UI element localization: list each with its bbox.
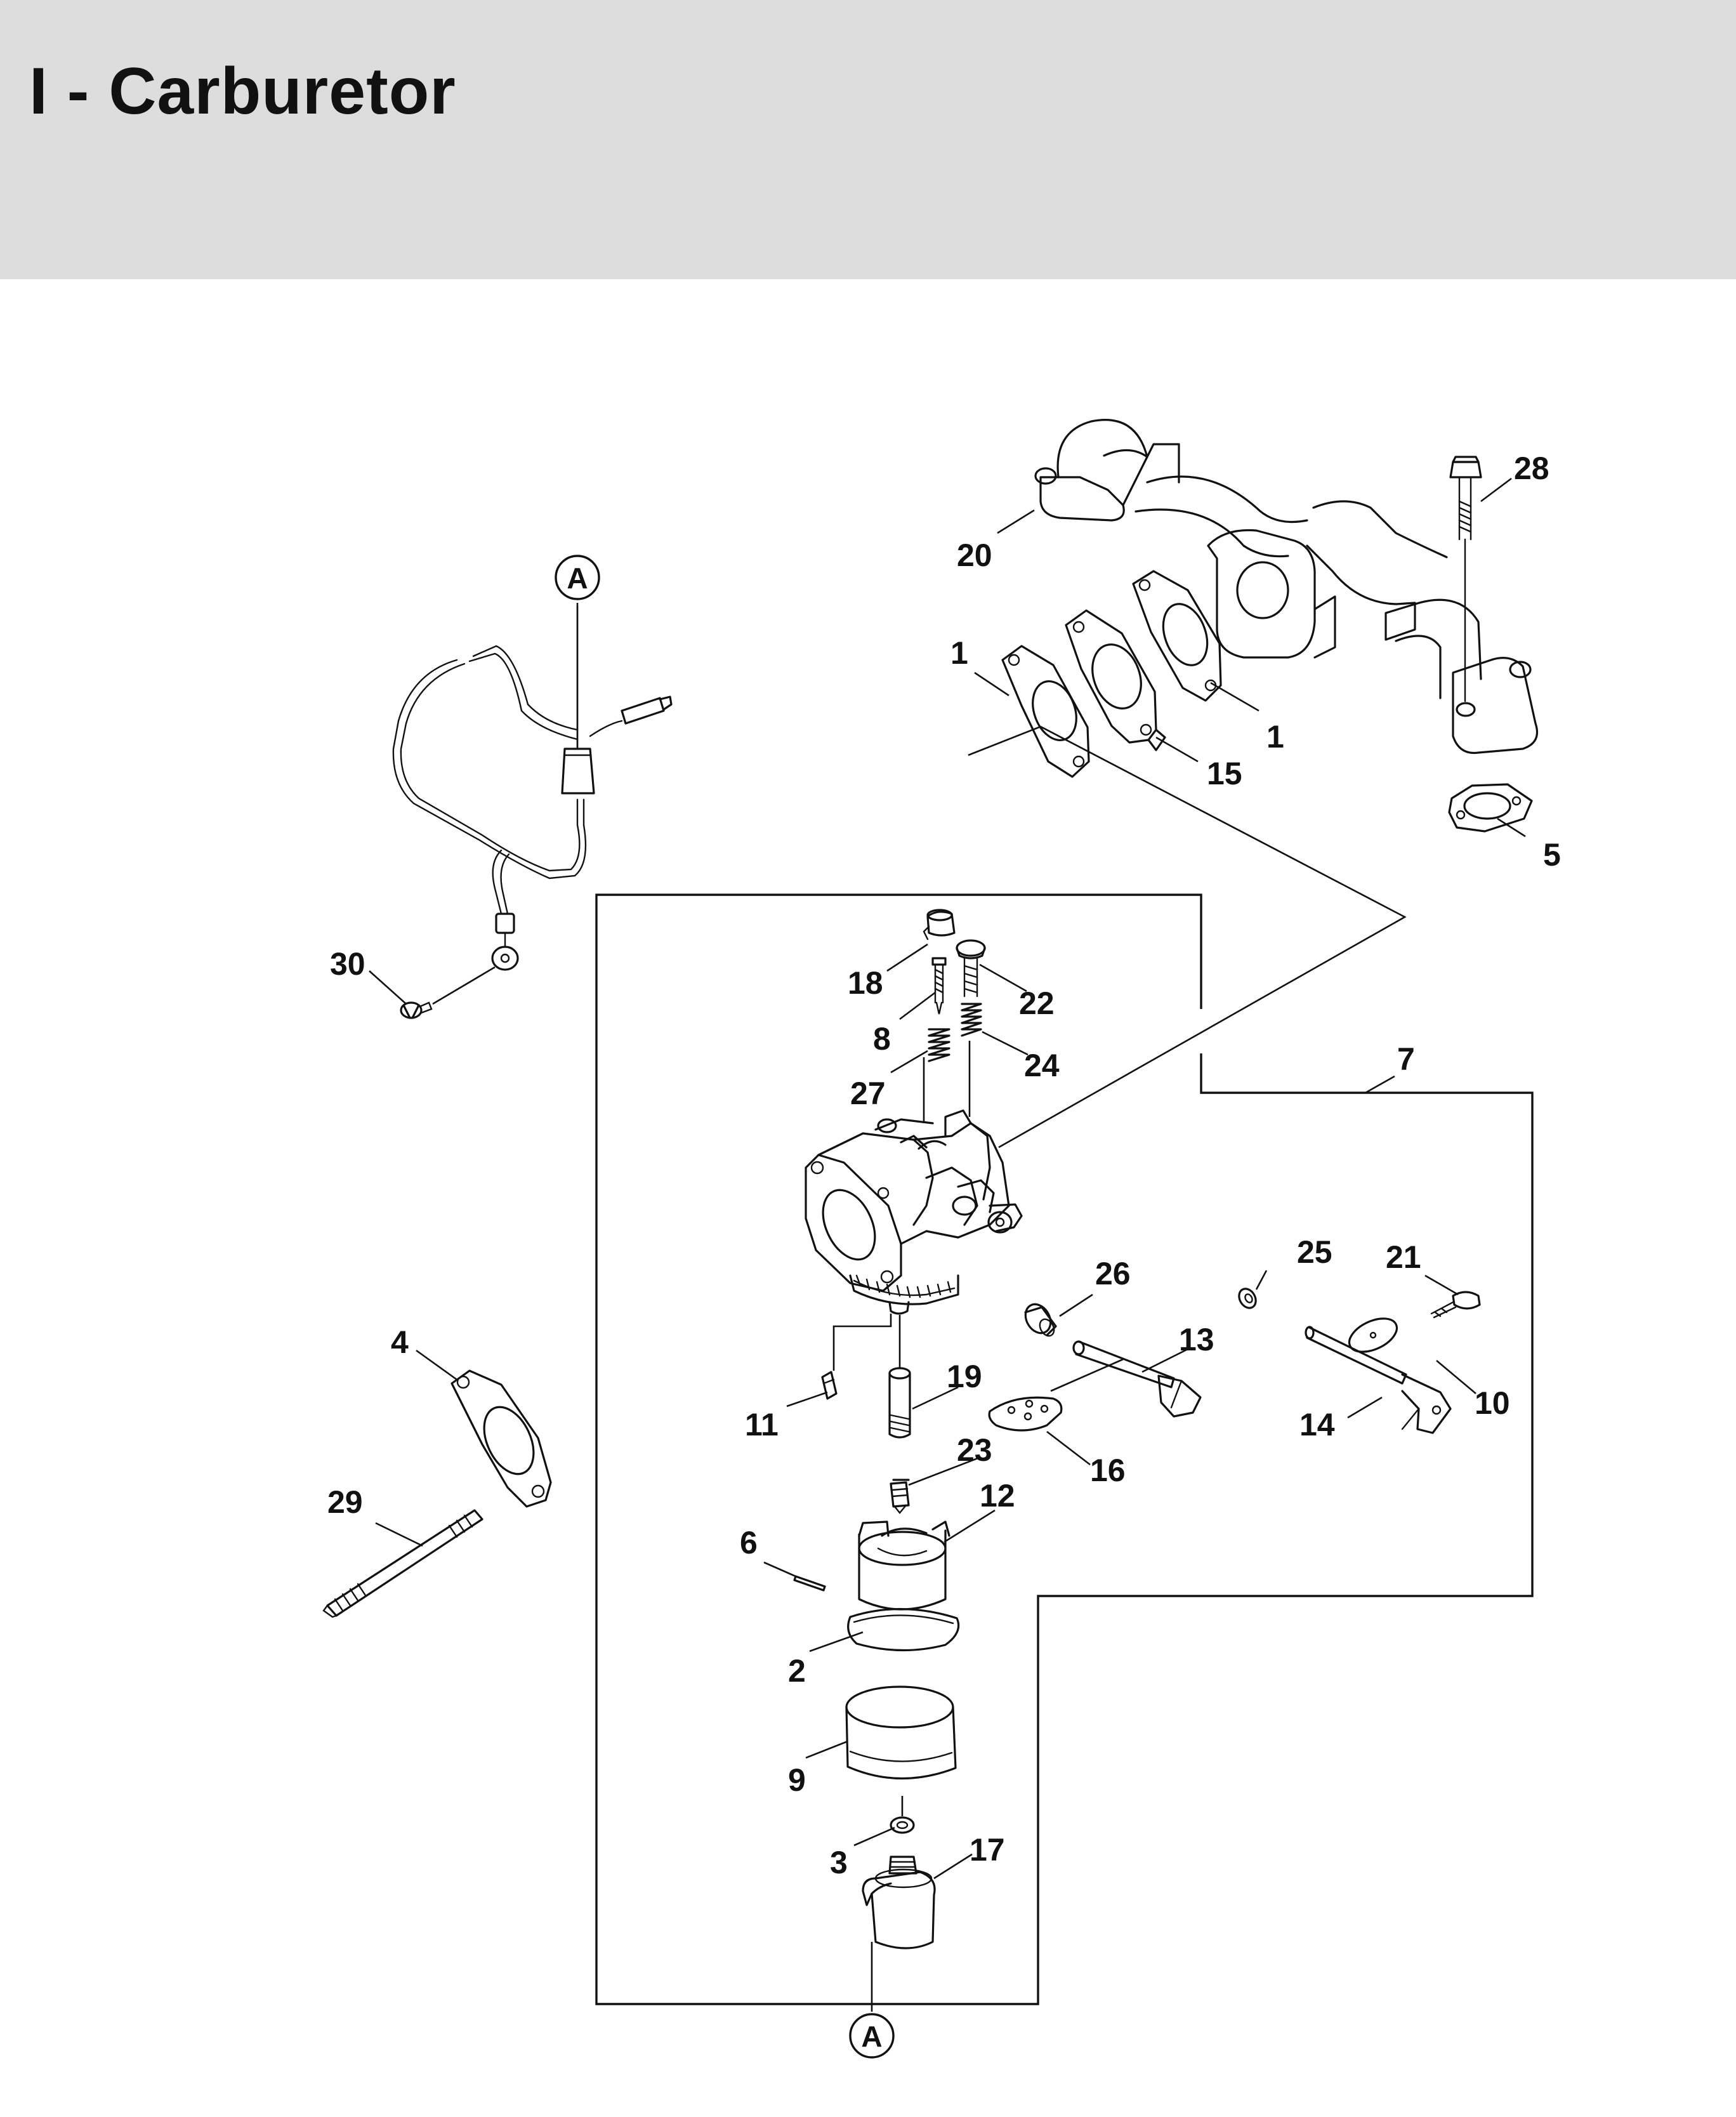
callout-24: 24 [1024, 1048, 1060, 1083]
pilot-screw-cap [923, 909, 956, 940]
choke-shaft [1050, 1340, 1202, 1418]
reference-marker-a-bottom: A [849, 2013, 895, 2059]
callout-14: 14 [1299, 1407, 1335, 1442]
callout-16: 16 [1090, 1453, 1126, 1488]
main-jet [821, 1314, 892, 1400]
gasket-alignment-line [968, 725, 1407, 1149]
intake-gasket-outer [1001, 645, 1090, 778]
carburetor-spacer [1065, 609, 1166, 751]
intake-gasket-carb [450, 1369, 552, 1508]
callout-27: 27 [850, 1076, 886, 1111]
callout-15: 15 [1207, 756, 1242, 791]
throttle-plate [1348, 1317, 1398, 1353]
callout-9: 9 [788, 1762, 806, 1798]
callout-30: 30 [330, 946, 365, 982]
callout-19: 19 [947, 1359, 982, 1394]
header-bar: I - Carburetor [0, 0, 1736, 279]
choke-plate [988, 1396, 1063, 1432]
page-title: I - Carburetor [29, 55, 456, 128]
reference-marker-a-top: A [555, 555, 600, 600]
callout-20: 20 [957, 537, 992, 573]
float-bowl [845, 1685, 957, 1780]
throttle-spring [961, 1003, 982, 1037]
callout-23: 23 [957, 1432, 992, 1468]
callout-29: 29 [327, 1484, 363, 1520]
reference-label: A [567, 562, 588, 595]
callout-26: 26 [1095, 1256, 1131, 1291]
pilot-screw [931, 957, 947, 1015]
throttle-plate-screw [1430, 1291, 1481, 1319]
callout-13: 13 [1179, 1322, 1214, 1357]
bowl-gasket-washer [890, 1796, 915, 1834]
callout-18: 18 [848, 965, 883, 1001]
carburetor-assembly-frame [595, 894, 1534, 2005]
float-bowl-gasket [847, 1607, 960, 1652]
ground-screw [400, 966, 496, 1019]
callout-2: 2 [788, 1653, 806, 1689]
callout-6: 6 [740, 1525, 758, 1560]
callout-1-right: 1 [1266, 719, 1284, 755]
pilot-spring [928, 1028, 950, 1062]
choke-shaft-seal [1024, 1303, 1057, 1337]
callout-8: 8 [873, 1021, 891, 1057]
float-bowl-bolt-solenoid [862, 1856, 936, 2012]
fuel-solenoid-wire [392, 605, 673, 971]
float [858, 1520, 950, 1611]
callout-1-left: 1 [950, 635, 968, 671]
callout-3: 3 [830, 1845, 848, 1880]
callout-11: 11 [745, 1407, 779, 1442]
intake-manifold [1034, 419, 1539, 755]
callout-5: 5 [1543, 837, 1561, 873]
callout-21: 21 [1386, 1239, 1421, 1275]
carburetor-stud [322, 1509, 483, 1618]
callout-labels: 28 20 1 1 15 5 18 22 8 24 27 7 26 25 21 … [327, 451, 1561, 1880]
float-pin [793, 1575, 826, 1592]
manifold-outlet-gasket [1448, 783, 1533, 833]
callout-7: 7 [1397, 1041, 1415, 1077]
intake-gasket-inner [1132, 570, 1222, 702]
throttle-stop-screw [956, 939, 986, 998]
main-nozzle [888, 1315, 911, 1439]
callout-17: 17 [970, 1832, 1005, 1868]
manifold-bolt [1449, 456, 1482, 702]
carburetor-body [805, 1041, 1023, 1315]
float-needle [890, 1481, 910, 1514]
callout-4: 4 [391, 1324, 409, 1360]
callout-22: 22 [1019, 986, 1055, 1021]
callout-12: 12 [980, 1478, 1015, 1514]
callout-28: 28 [1514, 451, 1549, 486]
callout-leaders [369, 477, 1526, 1880]
callout-25: 25 [1297, 1234, 1332, 1270]
callout-10: 10 [1475, 1385, 1510, 1421]
throttle-shaft-washer [1238, 1288, 1257, 1309]
reference-label: A [861, 2020, 882, 2053]
